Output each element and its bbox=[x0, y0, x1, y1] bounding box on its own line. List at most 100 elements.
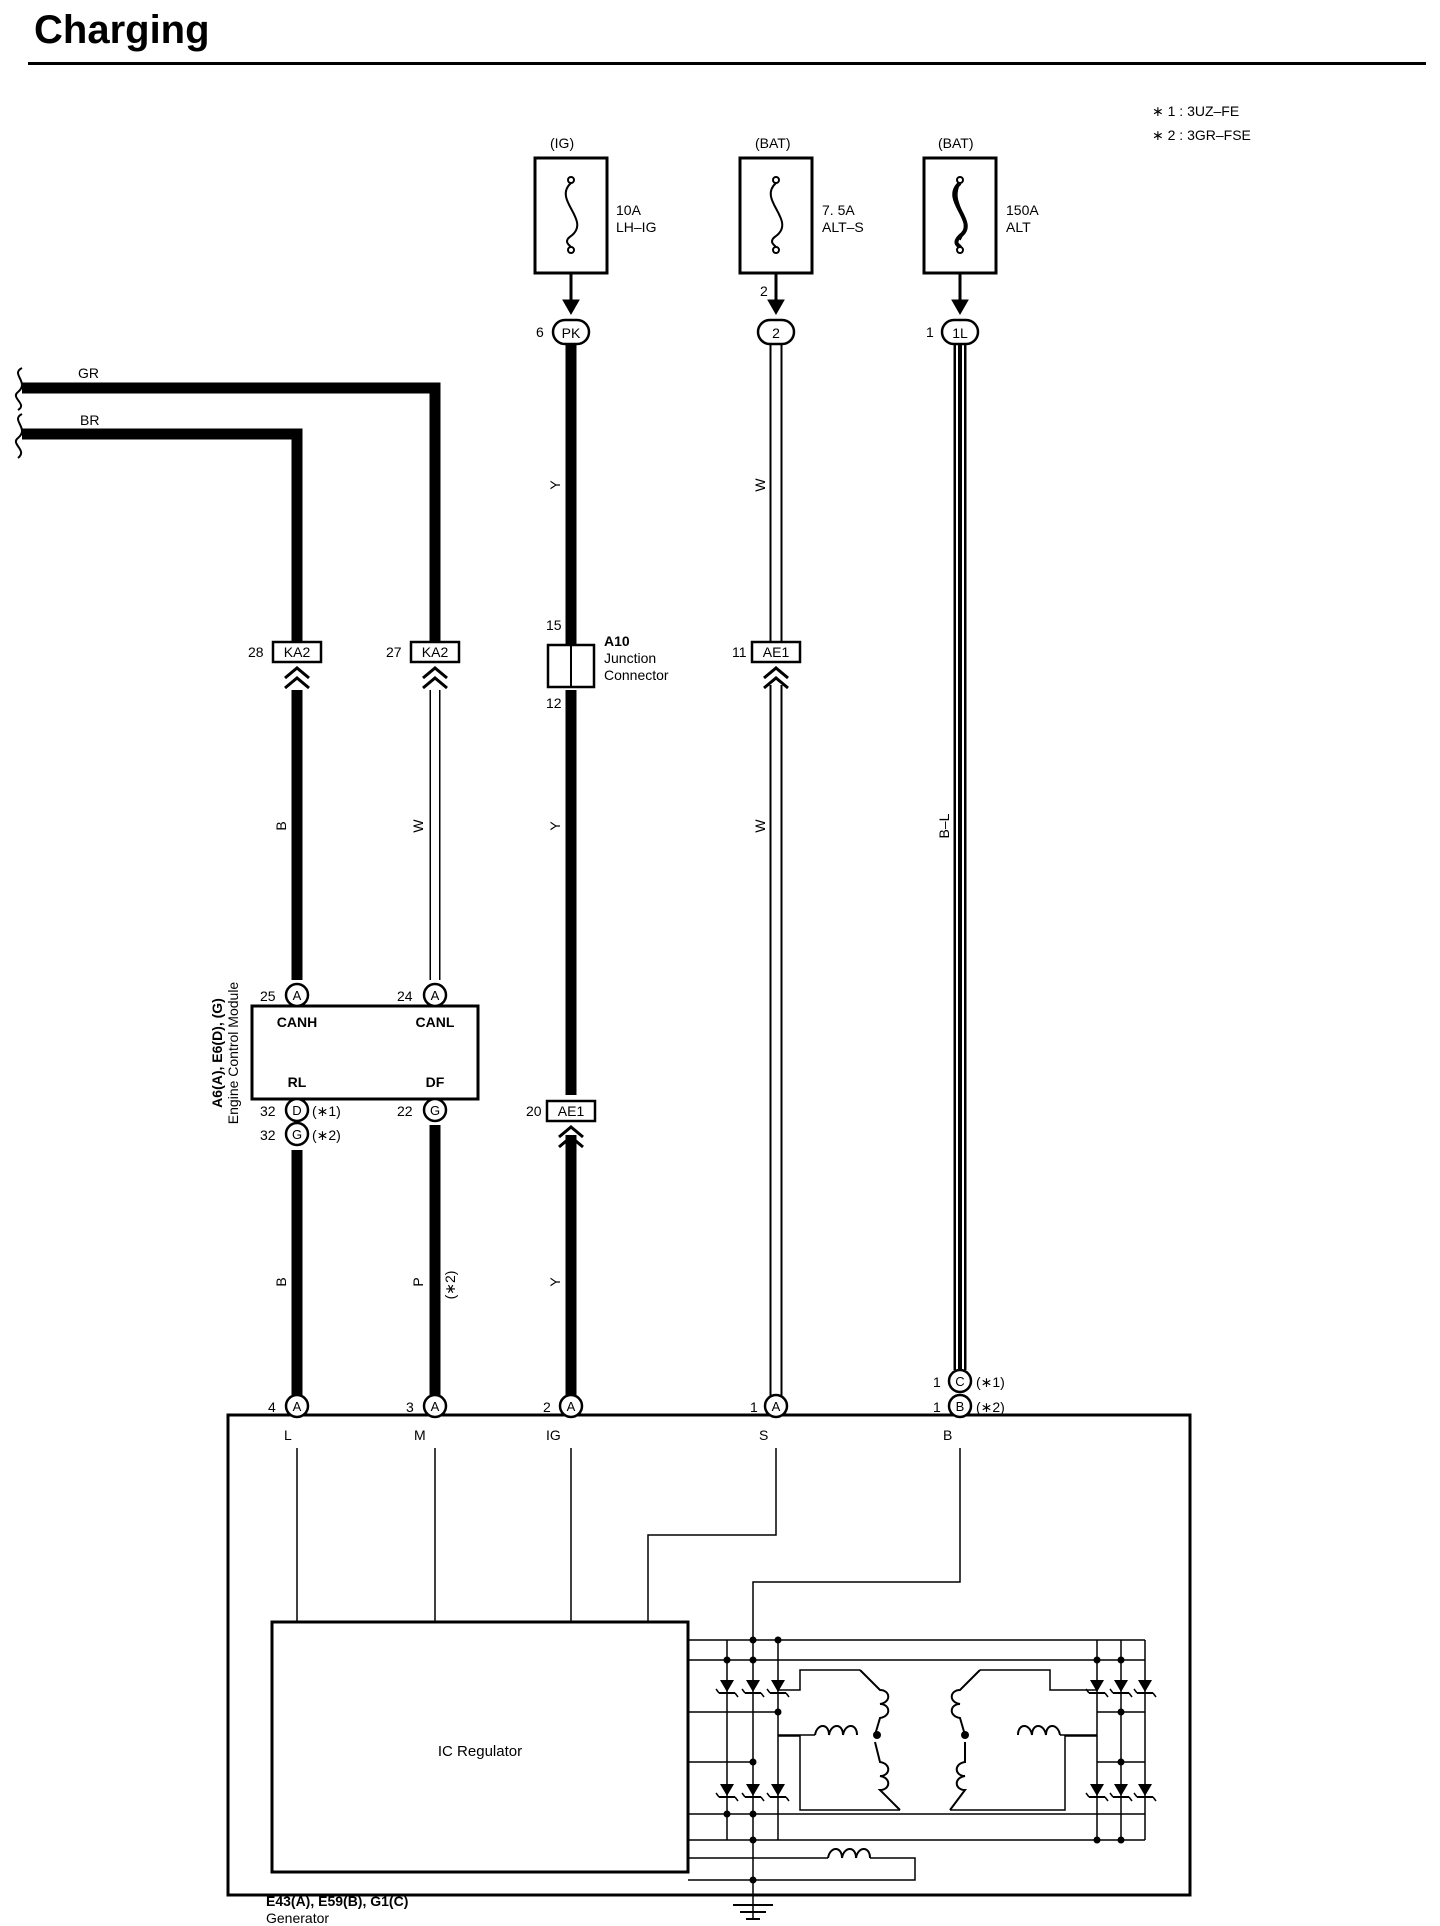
svg-text:150A: 150A bbox=[1006, 202, 1039, 218]
junction-dots bbox=[723, 1636, 1125, 1884]
svg-text:IC Regulator: IC Regulator bbox=[438, 1743, 522, 1760]
svg-text:2: 2 bbox=[772, 325, 780, 341]
svg-text:A: A bbox=[293, 1399, 302, 1414]
svg-text:6: 6 bbox=[536, 324, 544, 340]
svg-text:1L: 1L bbox=[952, 325, 968, 341]
svg-text:Junction: Junction bbox=[604, 650, 656, 666]
rotor-coil bbox=[827, 1848, 871, 1859]
svg-text:C: C bbox=[955, 1374, 964, 1389]
svg-text:32: 32 bbox=[260, 1103, 276, 1119]
svg-text:B–L: B–L bbox=[936, 813, 952, 838]
svg-text:7. 5A: 7. 5A bbox=[822, 202, 855, 218]
connector-2: 2 bbox=[756, 318, 796, 346]
ecm-pin-rl-1: 32 D (∗1) bbox=[260, 1097, 341, 1123]
svg-text:A: A bbox=[431, 988, 440, 1003]
svg-text:Y: Y bbox=[547, 821, 563, 831]
ecm-pin-canh: 25 A bbox=[260, 982, 310, 1008]
svg-text:A: A bbox=[567, 1399, 576, 1414]
wire-b-canh: B bbox=[273, 690, 303, 980]
svg-text:(IG): (IG) bbox=[550, 135, 574, 151]
stator-winding-right bbox=[949, 1669, 1061, 1811]
svg-text:(∗1): (∗1) bbox=[312, 1103, 341, 1119]
svg-text:M: M bbox=[414, 1427, 426, 1443]
fuse-arrows bbox=[562, 273, 969, 316]
svg-text:KA2: KA2 bbox=[422, 644, 449, 660]
svg-text:A: A bbox=[293, 988, 302, 1003]
generator-pin-b-2: 1 B (∗2) B bbox=[933, 1393, 1005, 1443]
wire-b-l-terminal: B bbox=[273, 1150, 303, 1400]
svg-text:P: P bbox=[410, 1277, 426, 1286]
wire-w-canl: W bbox=[410, 690, 441, 980]
engine-control-module: A6(A), E6(D), (G) Engine Control Module … bbox=[209, 982, 480, 1125]
svg-text:A6(A), E6(D), (G): A6(A), E6(D), (G) bbox=[209, 998, 225, 1108]
svg-text:IG: IG bbox=[546, 1427, 561, 1443]
junction-connector-a10: 15 12 A10 Junction Connector bbox=[546, 617, 669, 711]
svg-text:RL: RL bbox=[288, 1074, 307, 1090]
ecm-pin-df: 22 G bbox=[397, 1097, 448, 1123]
svg-text:(BAT): (BAT) bbox=[755, 135, 791, 151]
svg-text:4: 4 bbox=[268, 1399, 276, 1415]
generator: E43(A), E59(B), G1(C) Generator bbox=[226, 1413, 1192, 1926]
wire-y: Y Y Y bbox=[547, 345, 577, 1400]
connector-ka2-28: 28 KA2 bbox=[248, 640, 323, 690]
svg-text:Y: Y bbox=[547, 480, 563, 490]
wire-break-symbols bbox=[15, 367, 23, 459]
svg-text:10A: 10A bbox=[616, 202, 642, 218]
svg-text:25: 25 bbox=[260, 988, 276, 1004]
connector-ka2-27: 27 KA2 bbox=[386, 640, 461, 690]
svg-text:E43(A), E59(B), G1(C): E43(A), E59(B), G1(C) bbox=[266, 1893, 408, 1909]
wire-w-s: W W bbox=[752, 345, 783, 1400]
ground-icon bbox=[733, 1904, 773, 1920]
svg-text:1: 1 bbox=[933, 1374, 941, 1390]
svg-text:LH–IG: LH–IG bbox=[616, 219, 656, 235]
svg-text:28: 28 bbox=[248, 644, 264, 660]
svg-text:(∗2): (∗2) bbox=[442, 1271, 458, 1300]
svg-text:2: 2 bbox=[543, 1399, 551, 1415]
svg-text:A: A bbox=[772, 1399, 781, 1414]
svg-text:B: B bbox=[273, 1277, 289, 1286]
svg-text:A: A bbox=[431, 1399, 440, 1414]
svg-text:W: W bbox=[752, 819, 768, 833]
svg-text:12: 12 bbox=[546, 695, 562, 711]
svg-text:Engine Control Module: Engine Control Module bbox=[225, 982, 241, 1125]
stator-winding-left bbox=[814, 1669, 901, 1811]
svg-text:D: D bbox=[292, 1103, 301, 1118]
fuse-alt-s: (BAT) 7. 5A ALT–S 2 bbox=[738, 135, 864, 299]
svg-text:CANH: CANH bbox=[277, 1014, 317, 1030]
svg-text:S: S bbox=[759, 1427, 768, 1443]
svg-text:B: B bbox=[956, 1399, 965, 1414]
svg-text:11: 11 bbox=[732, 644, 747, 660]
generator-pin-m: 3 A M bbox=[406, 1393, 448, 1443]
svg-text:G: G bbox=[292, 1127, 302, 1142]
rectifier-diodes bbox=[715, 1679, 1157, 1802]
svg-text:20: 20 bbox=[526, 1103, 542, 1119]
svg-text:22: 22 bbox=[397, 1103, 413, 1119]
svg-text:ALT–S: ALT–S bbox=[822, 219, 864, 235]
svg-text:DF: DF bbox=[426, 1074, 445, 1090]
svg-text:ALT: ALT bbox=[1006, 219, 1031, 235]
svg-text:KA2: KA2 bbox=[284, 644, 311, 660]
ic-regulator: IC Regulator bbox=[270, 1620, 690, 1874]
note-3uz: ∗ 1 : 3UZ–FE bbox=[1152, 103, 1239, 119]
svg-text:(∗1): (∗1) bbox=[976, 1374, 1005, 1390]
wire-gr: GR bbox=[22, 365, 441, 648]
fuse-alt: (BAT) 150A ALT bbox=[922, 135, 1039, 275]
generator-pin-ig: 2 A IG bbox=[543, 1393, 584, 1443]
svg-text:PK: PK bbox=[562, 325, 581, 341]
svg-text:B: B bbox=[273, 821, 289, 830]
connector-ae1-20: 20 AE1 bbox=[526, 1099, 597, 1149]
fuse-lh-ig: (IG) 10A LH–IG bbox=[533, 135, 656, 275]
page-title: Charging bbox=[34, 8, 210, 52]
ecm-pin-rl-2: 32 G (∗2) bbox=[260, 1121, 341, 1147]
svg-text:AE1: AE1 bbox=[763, 644, 790, 660]
generator-pin-s: 1 A S bbox=[750, 1393, 789, 1443]
svg-text:W: W bbox=[752, 478, 768, 492]
svg-text:(∗2): (∗2) bbox=[312, 1127, 341, 1143]
svg-text:CANL: CANL bbox=[416, 1014, 455, 1030]
ecm-pin-canl: 24 A bbox=[397, 982, 448, 1008]
generator-pin-b-1: 1 C (∗1) bbox=[933, 1368, 1005, 1394]
generator-pin-l: 4 A L bbox=[268, 1393, 310, 1443]
svg-text:15: 15 bbox=[546, 617, 562, 633]
svg-text:B: B bbox=[943, 1427, 952, 1443]
svg-text:Generator: Generator bbox=[266, 1910, 329, 1926]
